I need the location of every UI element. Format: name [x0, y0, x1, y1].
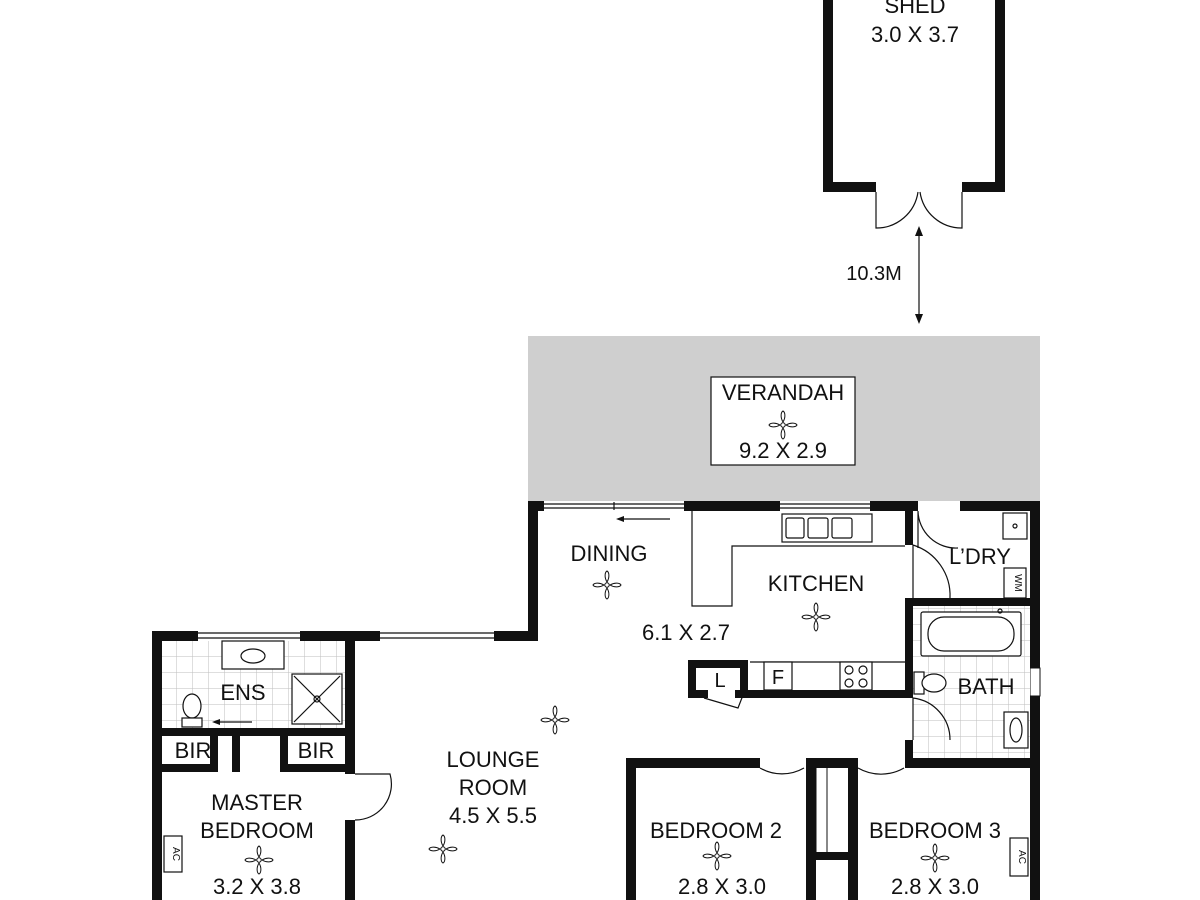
- distance-label: 10.3M: [846, 263, 902, 285]
- bedroom3-ceiling-fan-icon: [920, 843, 950, 873]
- lounge-name-line2: ROOM: [459, 775, 527, 800]
- bedroom3-ac-label: AC: [1016, 850, 1027, 864]
- verandah-dims: 9.2 X 2.9: [739, 438, 827, 463]
- bath-toilet-icon: [913, 671, 947, 695]
- laundry-tub-icon: [1002, 512, 1028, 540]
- master-ac-unit: [163, 835, 183, 873]
- master-ac-label: AC: [170, 847, 181, 861]
- bedroom2-ceiling-fan-icon: [702, 841, 732, 871]
- bedroom3-dims: 2.8 X 3.0: [891, 874, 979, 899]
- ensuite-shower-icon: [291, 673, 343, 725]
- kitchen-sink-icon: [781, 513, 873, 543]
- bedroom2-door: [759, 767, 805, 775]
- ensuite-name: ENS: [220, 680, 265, 705]
- dining-name: DINING: [571, 541, 648, 566]
- cooktop-icon: [839, 661, 873, 691]
- master-ceiling-fan-icon: [244, 845, 274, 875]
- kitchen-dims: 6.1 X 2.7: [642, 620, 730, 645]
- bir-right-name: BIR: [298, 738, 335, 763]
- master-name-line1: MASTER: [211, 790, 303, 815]
- lounge-dims: 4.5 X 5.5: [449, 803, 537, 828]
- shed-dims: 3.0 X 3.7: [871, 22, 959, 47]
- master-name-line2: BEDROOM: [200, 818, 314, 843]
- kitchen-ceiling-fan-icon: [801, 602, 831, 632]
- pantry-label: L: [714, 670, 725, 692]
- verandah-name: VERANDAH: [722, 380, 844, 405]
- shed-name: SHED: [884, 0, 945, 18]
- fridge-icon: [763, 661, 793, 691]
- laundry-name: L’DRY: [949, 544, 1011, 569]
- master-dims: 3.2 X 3.8: [213, 874, 301, 899]
- pantry-door: [703, 689, 746, 709]
- bedroom3-ac-unit: [1009, 837, 1029, 877]
- master-door: [354, 773, 393, 821]
- bedroom3-door: [857, 767, 905, 775]
- bedroom2-dims: 2.8 X 3.0: [678, 874, 766, 899]
- bir-left-name: BIR: [175, 738, 212, 763]
- distance-arrow: [915, 226, 923, 324]
- lounge-ceiling-fan-icon-1: [540, 705, 570, 735]
- lounge-name-line1: LOUNGE: [447, 747, 540, 772]
- lounge-ceiling-fan-icon-2: [428, 834, 458, 864]
- bedroom2-name: BEDROOM 2: [650, 818, 782, 843]
- laundry-external-door: [917, 510, 959, 549]
- shed: [823, 0, 1005, 229]
- bathtub-icon: [920, 608, 1022, 657]
- bath-door: [912, 697, 951, 741]
- bath-name: BATH: [957, 674, 1014, 699]
- house-walls: [152, 501, 1041, 900]
- ensuite-toilet-icon: [181, 693, 203, 728]
- laundry-door: [912, 544, 951, 599]
- kitchen-name: KITCHEN: [768, 571, 865, 596]
- kitchen-bench: [691, 511, 905, 607]
- fridge-label: F: [772, 667, 784, 689]
- bath-basin-icon: [1003, 711, 1029, 749]
- washing-machine-label: WM: [1012, 574, 1023, 592]
- dining-ceiling-fan-icon: [592, 570, 622, 600]
- washing-machine-icon: [1003, 567, 1027, 599]
- ensuite-vanity-icon: [221, 640, 285, 670]
- bedroom3-name: BEDROOM 3: [869, 818, 1001, 843]
